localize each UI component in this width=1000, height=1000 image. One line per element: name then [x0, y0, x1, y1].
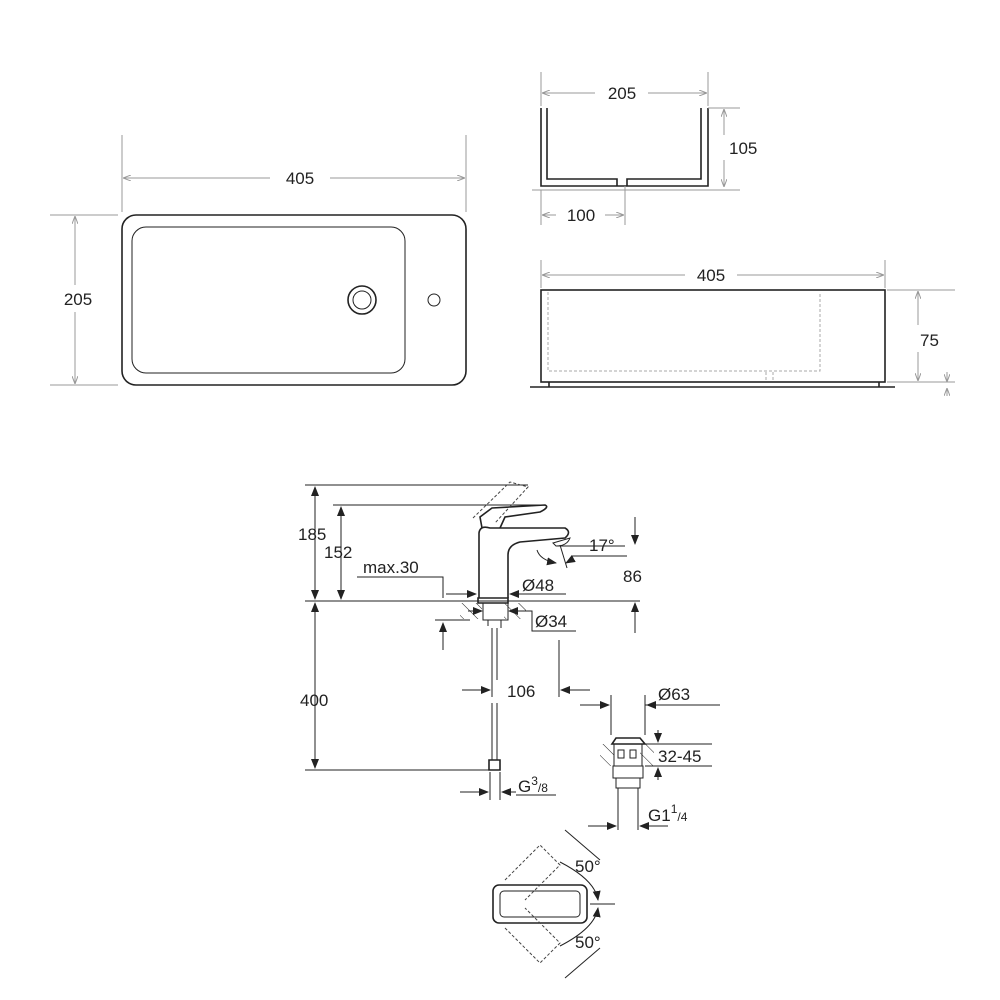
drain-icon — [347, 285, 377, 315]
spout-reach-label: 106 — [507, 682, 535, 701]
basin-width-label: 405 — [286, 169, 314, 188]
end-height-label: 105 — [729, 139, 757, 158]
side-length-label: 405 — [697, 266, 725, 285]
tap-hole-icon — [427, 293, 441, 307]
faucet-connection-label: G3/8 — [518, 774, 548, 796]
base-diameter-label: Ø48 — [522, 576, 554, 595]
basin-outline — [121, 214, 467, 386]
right-rotation-label: 50° — [575, 933, 601, 952]
waste-connection-label: G11/4 — [648, 802, 688, 825]
drain-offset-label: 100 — [567, 206, 595, 225]
overall-height-label: 185 — [298, 525, 326, 544]
faucet-drawing: 185 152 400 max.30 17° 86 Ø48 — [298, 481, 642, 800]
basin-end-view: 205 105 100 — [532, 72, 757, 225]
basin-bowl — [131, 226, 406, 374]
thickness-range-label: 32-45 — [658, 747, 701, 766]
spout-angle-label: 17° — [589, 536, 615, 555]
left-rotation-label: 50° — [575, 857, 601, 876]
basin-side-view: 405 75 — [530, 260, 955, 396]
hole-diameter-label: Ø34 — [535, 612, 567, 631]
end-width-label: 205 — [608, 84, 636, 103]
waste-diameter-label: Ø63 — [658, 685, 690, 704]
hose-length-label: 400 — [300, 691, 328, 710]
spout-height-label: 152 — [324, 543, 352, 562]
basin-top-view: 405 205 — [50, 135, 467, 386]
waste-drawing: Ø63 32-45 G11/4 — [580, 685, 720, 830]
side-height-label: 75 — [920, 331, 939, 350]
lever-rotation-drawing: 50° 50° — [492, 829, 615, 979]
basin-depth-label: 205 — [64, 290, 92, 309]
spout-outlet-height-label: 86 — [623, 567, 642, 586]
max-deck-label: max.30 — [363, 558, 419, 577]
